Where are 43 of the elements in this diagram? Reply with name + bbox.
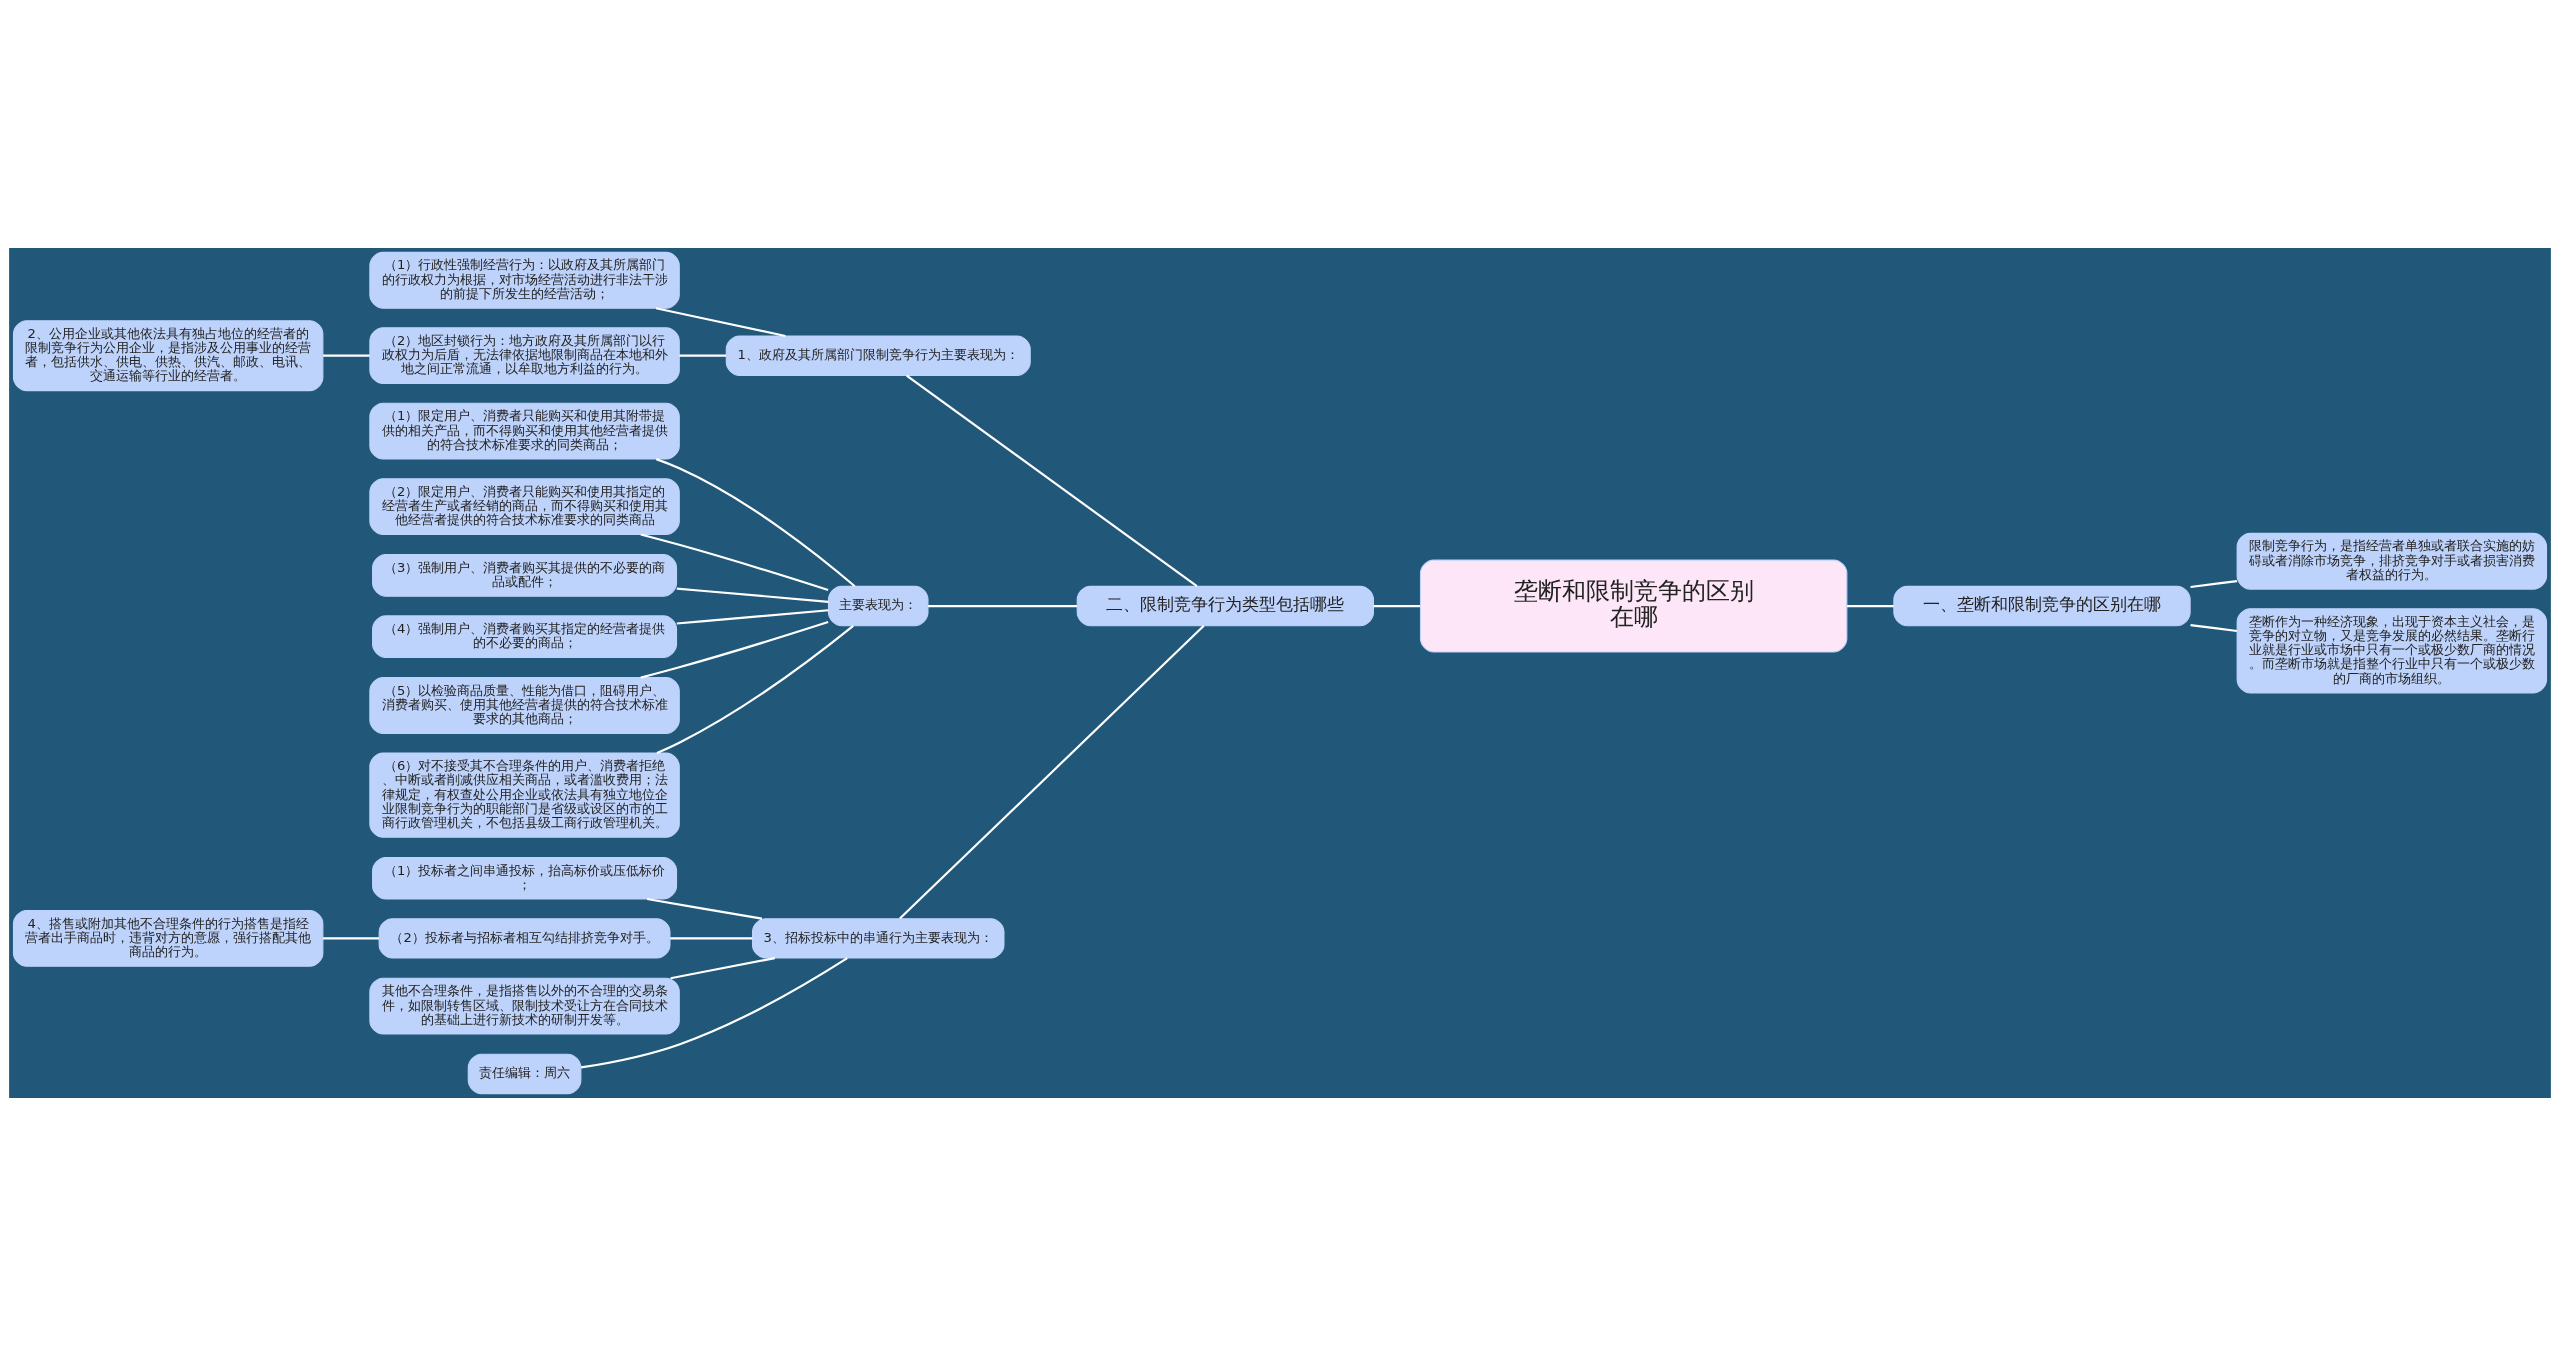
connector [323, 937, 379, 940]
connector [670, 937, 753, 940]
node-box: （4）强制用户、消费者购买其指定的经营者提供的不必要的商品； [372, 615, 678, 658]
connector [323, 354, 370, 357]
connector [656, 625, 854, 755]
connector [676, 587, 829, 603]
node-box: （3）强制用户、消费者购买其提供的不必要的商品或配件； [372, 554, 678, 597]
node-box: （1）限定用户、消费者只能购买和使用其附带提供的相关产品，而不得购买和使用其他经营者提供的符合技术标准要求的同类商品； [369, 402, 680, 460]
node-box: （2）投标者与招标者相互勾结排挤竞争对手。 [378, 918, 671, 959]
node-box: 垄断和限制竞争的区别在哪 [1419, 559, 1848, 653]
connector [928, 604, 1077, 608]
connector [899, 624, 1205, 920]
node-box: 主要表现为： [827, 585, 929, 627]
node-box: （6）对不接受其不合理条件的用户、消费者拒绝、中断或者削减供应相关商品，或者滥收费用；法律规定，有权查处公用企业或依法具有独立地位企业限制竞争行为的职能部门是省级或设区的市的工商行政管理机关，不包括县级工商行政管理机关。 [369, 752, 680, 838]
connector [640, 533, 829, 592]
node-box: 3、招标投标中的串通行为主要表现为： [751, 918, 1005, 959]
connector [1847, 604, 1894, 608]
node-box: （1）行政性强制经营行为：以政府及其所属部门的行政权力为根据，对市场经营活动进行非法干涉的前提下所发生的经营活动； [369, 251, 680, 309]
node-box: （5）以检验商品质量、性能为借口，阻碍用户、消费者购买、使用其他经营者提供的符合技术标准要求的其他商品； [369, 677, 680, 734]
node-box: （2）地区封锁行为：地方政府及其所属部门以行政权力为后盾，无法律依据地限制商品在本地和外地之间正常流通，以牟取地方利益的行为。 [369, 327, 680, 385]
node-box: 二、限制竞争行为类型包括哪些 [1076, 585, 1374, 627]
node-box: （1）投标者之间串通投标，抬高标价或压低标价； [372, 856, 678, 900]
node-box: （2）限定用户、消费者只能购买和使用其指定的经营者生产或者经销的商品，而不得购买和使用其他经营者提供的符合技术标准要求的同类商品 [369, 478, 680, 535]
connector [646, 897, 763, 920]
connector [2190, 579, 2238, 589]
node-box: 4、搭售或附加其他不合理条件的行为搭售是指经营者出手商品时，违背对方的意愿，强行搭配其他商品的行为。 [12, 909, 324, 967]
connector [906, 374, 1198, 588]
connector [676, 609, 829, 625]
node-box: 1、政府及其所属部门限制竞争行为主要表现为： [725, 335, 1031, 376]
connector [1373, 604, 1421, 608]
node-box: 限制竞争行为，是指经营者单独或者联合实施的妨碍或者消除市场竞争，排挤竞争对手或者损害消费者权益的行为。 [2236, 532, 2548, 590]
node-box: 垄断作为一种经济现象，出现于资本主义社会，是竞争的对立物，又是竞争发展的必然结果。垄断行业就是行业或市场中只有一个或极少数厂商的情况。而垄断市场就是指整个行业中只有一个或极少数的厂商的市场组织。 [2236, 608, 2548, 694]
node-box: 责任编辑：周六 [467, 1053, 582, 1095]
connector [640, 620, 829, 679]
connector [679, 354, 727, 357]
node-box: 其他不合理条件，是指搭售以外的不合理的交易条件，如限制转售区域、限制技术受让方在合同技术的基础上进行新技术的研制开发等。 [369, 977, 680, 1035]
connector [580, 957, 848, 1069]
connector [655, 458, 856, 588]
node-box: 一、垄断和限制竞争的区别在哪 [1893, 585, 2191, 627]
node-box: 2、公用企业或其他依法具有独占地位的经营者的限制竞争行为公用企业，是指涉及公用事业的经营者，包括供水、供电、供热、供汽、邮政、电讯、交通运输等行业的经营者。 [12, 320, 324, 392]
connector [655, 307, 786, 338]
connector [2190, 623, 2238, 633]
connector [670, 957, 776, 980]
